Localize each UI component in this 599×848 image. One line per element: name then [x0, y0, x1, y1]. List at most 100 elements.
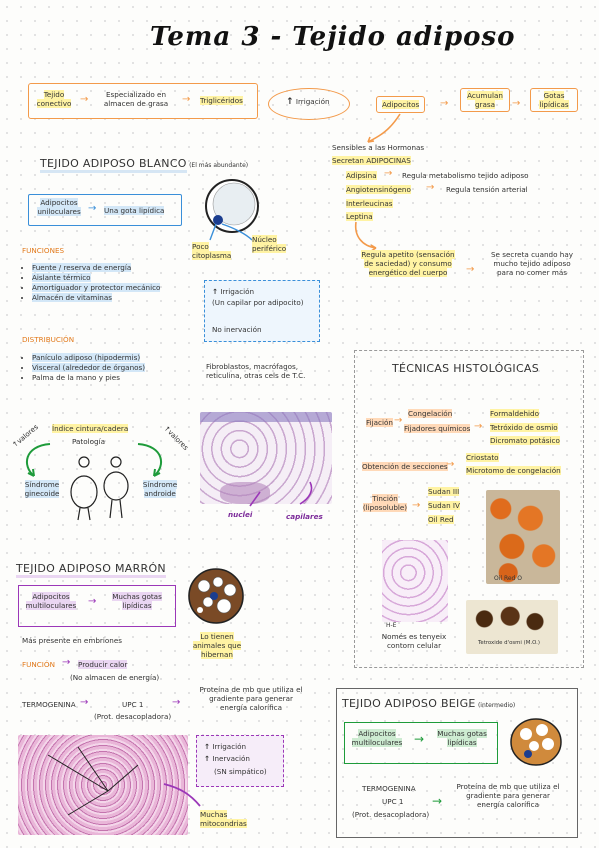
- ginecoide-label: Síndrome ginecoide: [24, 480, 60, 498]
- oil-red-photo-label: Oil Red O: [494, 575, 522, 582]
- secreta-label: Se secreta cuando hay mucho tejido adipo…: [490, 250, 574, 277]
- irrigacion-label: ↑ Irrigación: [286, 97, 330, 107]
- beige-multiloculares-box: [344, 722, 498, 764]
- beige-termogenina-label: TERMOGENINA: [362, 784, 416, 793]
- interleucinas-name: Interleucinas: [346, 199, 393, 208]
- capilares-label: capilares: [286, 512, 323, 521]
- tetroxide-label: Tetroxide d'osmi (M.O.): [478, 640, 540, 646]
- multiloculares-label: Adipocitos multiloculares: [25, 592, 77, 610]
- distribucion-item: Panículo adiposo (hipodermis): [32, 353, 145, 362]
- inerv-line: ↑ Inervación: [204, 754, 250, 763]
- mito-curve-arrow: [163, 783, 201, 807]
- criostato-label: Criostato: [466, 453, 499, 462]
- indice-label: Índice cintura/cadera: [52, 424, 129, 433]
- he-photo: [382, 540, 448, 622]
- body-shapes-drawing: [70, 456, 129, 521]
- beige-multiloculares-label: Adipocitos multiloculares: [351, 729, 403, 747]
- muchas-gotas-label: Muchas gotas lipídicas: [112, 592, 162, 610]
- prot-label: (Prot. desacopladora): [94, 712, 172, 721]
- arrow-icon: →: [88, 203, 97, 214]
- no-almacen-label: (No almacen de energía): [70, 673, 160, 682]
- funcion-item: Almacén de vitaminas: [32, 293, 160, 302]
- brown-adipose-photo: [18, 735, 188, 835]
- microtomo-label: Microtomo de congelación: [466, 466, 561, 475]
- arrow-icon: →: [80, 94, 89, 105]
- multiloculares-box: [18, 585, 176, 627]
- arrow-icon: →: [182, 94, 191, 105]
- blanco-heading: TEJIDO ADIPOSO BLANCO (El más abundante): [40, 157, 248, 173]
- funcion-label: FUNCIÓN: [22, 660, 55, 669]
- arrow-icon: →: [474, 421, 483, 432]
- tetroxide-photo: [466, 600, 558, 654]
- beige-prot-label: (Prot. desacopladora): [352, 810, 430, 819]
- adipocitos-box: Adipocitos: [376, 96, 426, 113]
- leptina-curve-arrow: [354, 221, 377, 252]
- distribucion-item: Palma de la mano y pies: [32, 373, 145, 382]
- tecnicas-box: [354, 350, 584, 668]
- angiotensinogeno-name: Angiotensinógeno: [346, 185, 411, 194]
- congelacion-label: Congelación: [408, 409, 453, 418]
- adipsina-desc: Regula metabolismo tejido adiposo: [402, 171, 529, 180]
- angiotensinogeno-desc: Regula tensión arterial: [446, 185, 528, 194]
- mito-label: Muchas mitocondrias: [200, 810, 247, 828]
- sn-line: (SN simpático): [214, 767, 267, 776]
- dicromato-label: Dicromato potásico: [490, 436, 560, 445]
- adipocyte-drawing: [205, 179, 259, 233]
- beige-heading: TEJIDO ADIPOSO BEIGE (intermedio): [342, 697, 516, 710]
- distribucion-item: Visceral (alrededor de órganos): [32, 363, 146, 372]
- secretan-label: Secretan ADIPOCINAS: [332, 156, 411, 165]
- irrigacion-dashed-box: [204, 280, 320, 342]
- obtencion-label: Obtención de secciones: [362, 462, 448, 471]
- beige-upc-label: UPC 1: [382, 797, 404, 806]
- gotas-box: Gotas lipídicas: [530, 88, 578, 112]
- adipsina-name: Adipsina: [346, 171, 377, 180]
- adipocitos-uniloculares-box: [28, 194, 182, 226]
- sensibles-label: Sensibles a las Hormonas: [332, 143, 425, 152]
- patologia-label: Patología: [72, 437, 105, 446]
- arrow-icon: →: [466, 264, 475, 275]
- acumulan-box: Acumulan grasa: [460, 88, 510, 112]
- irrig-line: ↑ Irrigación: [204, 742, 247, 751]
- tejido-conectivo-label: Tejido conectivo: [36, 90, 72, 108]
- termogenina-label: TERMOGENINA: [22, 700, 76, 709]
- beige-adipocyte-drawing: [510, 718, 562, 766]
- brown-adipocyte-drawing: [188, 568, 244, 624]
- sudan3-label: Sudan III: [428, 487, 460, 496]
- leptina-name: Leptina: [346, 212, 373, 221]
- arrow-icon: →: [88, 596, 97, 607]
- arrow-icon: →: [412, 500, 421, 511]
- distribucion-heading: DISTRIBUCIÓN: [22, 335, 75, 344]
- white-adipose-photo: [200, 412, 332, 504]
- arrow-icon: →: [80, 697, 89, 708]
- una-gota-label: Una gota lipídica: [104, 206, 165, 215]
- adipocitos-uniloculares-label: Adipocitos uniloculares: [37, 198, 81, 216]
- beige-gotas-label: Muchas gotas lipídicas: [437, 729, 487, 747]
- fijacion-label: Fijación: [366, 418, 393, 427]
- fibroblastos-label: Fibroblastos, macrófagos, reticulina, ot…: [206, 362, 306, 380]
- tienen-label: Lo tienen animales que hibernan: [192, 632, 242, 659]
- beige-proteina-label: Proteína de mb que utiliza el gradiente …: [456, 782, 560, 809]
- funcion-item: Fuente / reserva de energía: [32, 263, 160, 272]
- irrigacion-line1: ↑ Irrigación: [212, 287, 255, 296]
- tetroxido-label: Tetróxido de osmio: [490, 423, 558, 432]
- arrow-icon: →: [384, 168, 393, 179]
- funcion-item: Aislante térmico: [32, 273, 160, 282]
- tecnicas-heading: TÉCNICAS HISTOLÓGICAS: [392, 362, 540, 375]
- producir-label: Producir calor: [78, 660, 128, 669]
- funciones-list: Fuente / reserva de energía Aislante tér…: [22, 262, 161, 303]
- arrow-icon: →: [62, 657, 71, 668]
- arrow-icon: →: [426, 182, 435, 193]
- irrigacion-line2: (Un capilar por adipocito): [212, 298, 304, 307]
- presente-label: Más presente en embriones: [22, 636, 122, 645]
- arrow-icon: →: [394, 415, 403, 426]
- arrow-icon: →: [432, 794, 443, 808]
- sudan4-label: Sudan IV: [428, 501, 460, 510]
- proteina-label: Proteína de mb que utiliza el gradiente …: [199, 685, 303, 712]
- poco-citoplasma-label: Poco citoplasma: [192, 242, 232, 260]
- curve-arrow: [367, 113, 401, 143]
- tincion-label: Tinción (liposoluble): [362, 494, 408, 512]
- marron-heading: TEJIDO ADIPOSO MARRÓN: [16, 562, 166, 578]
- arrow-icon: →: [414, 732, 425, 746]
- nucleo-label: Núcleo periférico: [252, 235, 287, 253]
- up-arrow-icon: ↑: [212, 287, 219, 296]
